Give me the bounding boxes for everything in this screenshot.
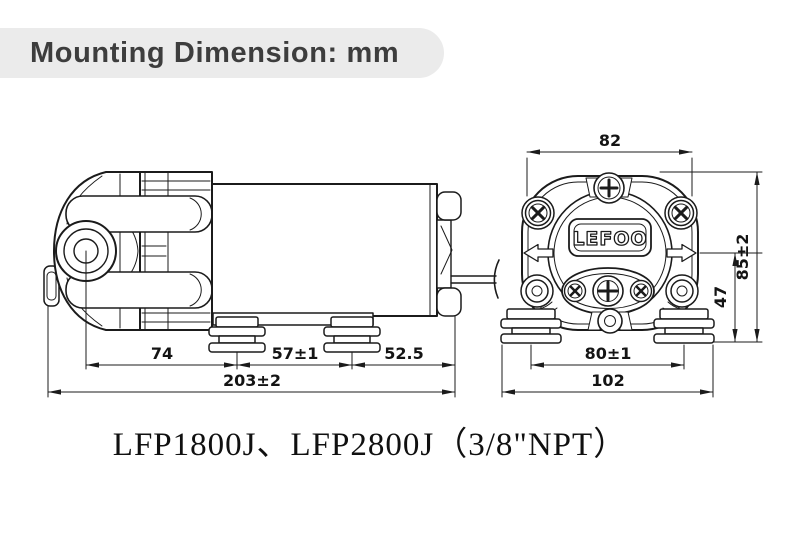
- dim-57-label: 57±1: [272, 344, 319, 363]
- screw-top-right: [667, 199, 695, 227]
- dimension-82: 82: [526, 131, 693, 197]
- dim-47-label: 47: [711, 286, 730, 308]
- dim-74-label: 74: [151, 344, 173, 363]
- dim-102-label: 102: [591, 371, 624, 390]
- motor-body: [211, 183, 438, 317]
- motor-end-cap: [436, 191, 462, 317]
- mounting-foot: [208, 316, 266, 353]
- dim-203-label: 203±2: [223, 371, 281, 390]
- mounting-foot: [653, 308, 715, 344]
- dim-52-5-label: 52.5: [384, 344, 423, 363]
- dimension-102: 102: [501, 371, 714, 395]
- screw-top-center: [585, 172, 633, 204]
- front-view: 82 85±2 47: [500, 131, 763, 398]
- side-view: 74 57±1 52.5 203±2: [43, 171, 500, 398]
- dim-82-label: 82: [599, 131, 621, 150]
- banner: Mounting Dimension: mm: [0, 28, 444, 78]
- dimension-row-1: 74 57±1 52.5: [85, 344, 456, 368]
- screw-bottom-center: [587, 308, 633, 334]
- flow-arrow-right-icon: [666, 243, 697, 263]
- model-caption: LFP1800J、LFP2800J（3/8"NPT）: [112, 427, 628, 463]
- port-bottom-right: [670, 279, 694, 303]
- dim-85-label: 85±2: [733, 234, 752, 281]
- screw-top-left: [524, 199, 552, 227]
- lefoo-logo-plate: LEFOO: [568, 218, 652, 257]
- dim-80-label: 80±1: [585, 344, 632, 363]
- power-wire: [450, 259, 500, 299]
- lower-screw-cluster: [561, 267, 655, 315]
- mounting-foot: [323, 316, 381, 353]
- lefoo-logo-text: LEFOO: [572, 228, 647, 250]
- dimension-47: 47: [711, 252, 738, 343]
- port-bottom-left: [525, 279, 549, 303]
- dimension-80: 80±1: [530, 344, 685, 368]
- flow-arrow-left-icon: [523, 243, 554, 263]
- mounting-foot: [500, 308, 562, 344]
- dimension-85: 85±2: [733, 171, 760, 343]
- dimension-row-2: 203±2: [47, 371, 456, 395]
- banner-title: Mounting Dimension: mm: [30, 36, 400, 69]
